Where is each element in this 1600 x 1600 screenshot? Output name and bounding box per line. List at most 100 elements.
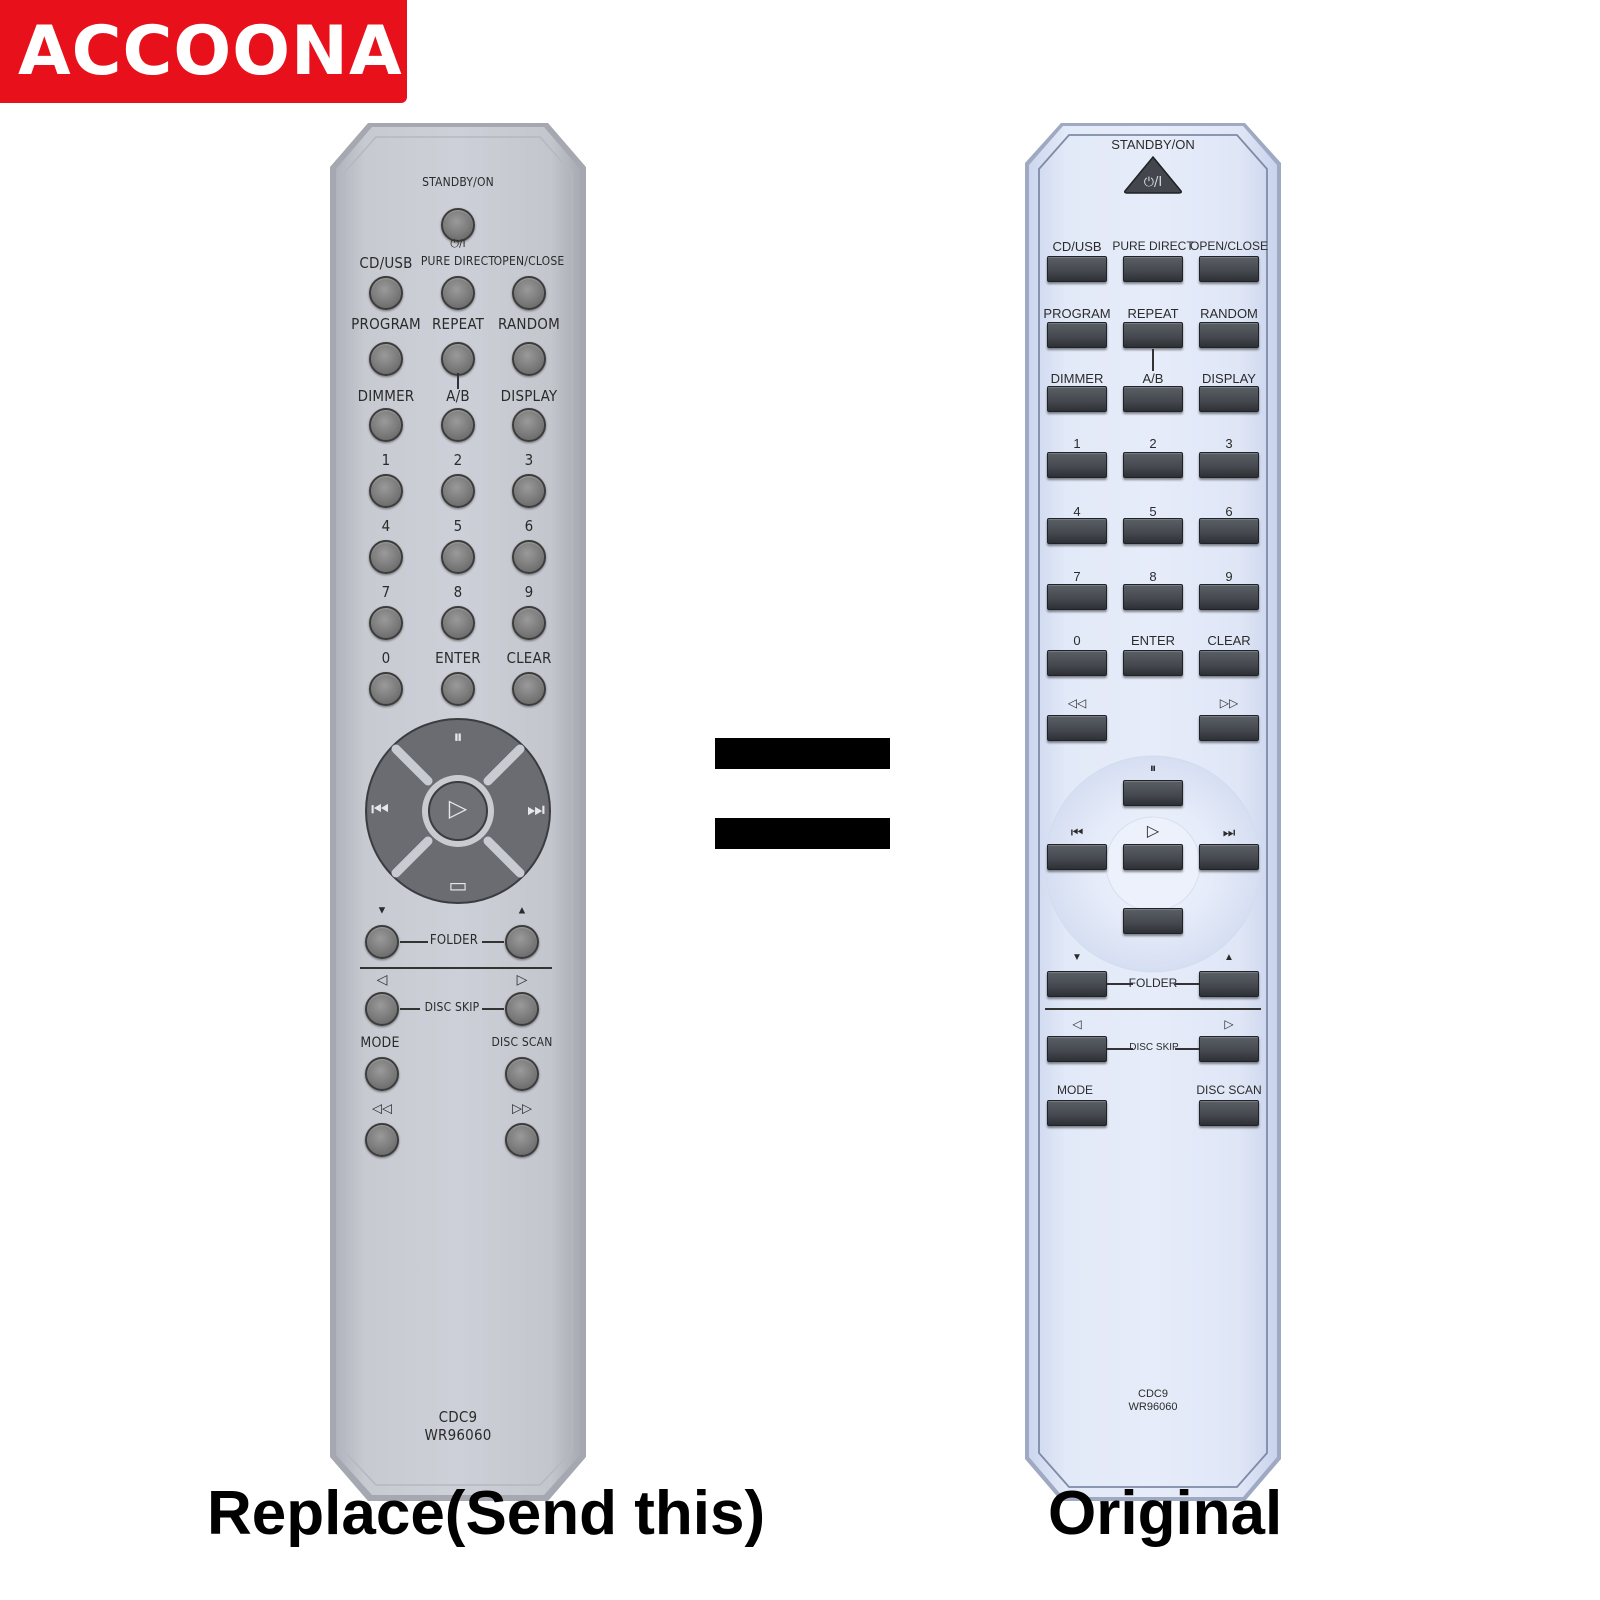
- label-1: 1: [1073, 436, 1081, 451]
- mode-button[interactable]: [365, 1057, 399, 1091]
- pause-icon[interactable]: ⏸: [453, 727, 463, 747]
- label-clear: CLEAR: [1207, 633, 1251, 648]
- 3-button[interactable]: [1199, 452, 1259, 478]
- label-clear: CLEAR: [506, 649, 552, 667]
- pure-direct-button[interactable]: [1123, 256, 1183, 282]
- random-button[interactable]: [1199, 322, 1259, 348]
- disc-scan-label: DISC SCAN: [1196, 1083, 1262, 1097]
- disc-scan-button[interactable]: [1199, 1100, 1259, 1126]
- skip-back-icon[interactable]: ⏮: [371, 799, 389, 821]
- rewind-icon: ◁◁: [1067, 696, 1087, 710]
- clear-button[interactable]: [1199, 650, 1259, 676]
- 4-button[interactable]: [1047, 518, 1107, 544]
- rewind-button[interactable]: [365, 1123, 399, 1157]
- skip-forward-button[interactable]: [1199, 844, 1259, 870]
- enter-button[interactable]: [1123, 650, 1183, 676]
- fast-forward-button[interactable]: [1199, 715, 1259, 741]
- label-open-close: OPEN/CLOSE: [1189, 239, 1269, 253]
- standby-button[interactable]: [441, 208, 475, 242]
- label-3: 3: [1225, 436, 1233, 451]
- 0-button[interactable]: [369, 672, 403, 706]
- enter-button[interactable]: [441, 672, 475, 706]
- power-symbol: ⏻/I: [1144, 175, 1163, 190]
- stop-button[interactable]: [1123, 908, 1183, 934]
- fast-forward-button[interactable]: [505, 1123, 539, 1157]
- display-button[interactable]: [1199, 386, 1259, 412]
- 7-button[interactable]: [369, 606, 403, 640]
- display-button[interactable]: [512, 408, 546, 442]
- 4-button[interactable]: [369, 540, 403, 574]
- 1-button[interactable]: [369, 474, 403, 508]
- repeat-button[interactable]: [441, 342, 475, 376]
- 8-button[interactable]: [1123, 584, 1183, 610]
- label-2: 2: [453, 451, 463, 469]
- rewind-button[interactable]: [1047, 715, 1107, 741]
- cd-usb-button[interactable]: [369, 276, 403, 310]
- program-button[interactable]: [1047, 322, 1107, 348]
- label-3: 3: [524, 451, 534, 469]
- 1-button[interactable]: [1047, 452, 1107, 478]
- power-symbol: ⏻/I: [450, 237, 466, 250]
- 2-button[interactable]: [441, 474, 475, 508]
- program-button[interactable]: [369, 342, 403, 376]
- label-enter: ENTER: [1130, 633, 1176, 648]
- repeat-button[interactable]: [1123, 322, 1183, 348]
- folder-line-right: [482, 941, 504, 943]
- open-close-button[interactable]: [1199, 256, 1259, 282]
- a-b-button[interactable]: [1123, 386, 1183, 412]
- open-close-button[interactable]: [512, 276, 546, 310]
- folder-down-icon: ▼: [1072, 952, 1082, 963]
- skip-back-button[interactable]: [1047, 844, 1107, 870]
- label-dimmer: DIMMER: [1050, 371, 1104, 386]
- pause-button[interactable]: [1123, 780, 1183, 806]
- folder-up-button[interactable]: [505, 925, 539, 959]
- mode-button[interactable]: [1047, 1100, 1107, 1126]
- label-0: 0: [1073, 633, 1081, 648]
- label-4: 4: [381, 517, 391, 535]
- play-button[interactable]: [1123, 844, 1183, 870]
- clear-button[interactable]: [512, 672, 546, 706]
- 2-button[interactable]: [1123, 452, 1183, 478]
- code-label: WR96060: [424, 1426, 492, 1444]
- label-2: 2: [1149, 436, 1157, 451]
- mode-label: MODE: [1057, 1083, 1093, 1097]
- play-icon[interactable]: ▷: [448, 795, 468, 822]
- label-cd-usb: CD/USB: [1052, 239, 1102, 254]
- 5-button[interactable]: [1123, 518, 1183, 544]
- disc-skip-left-button[interactable]: [1047, 1036, 1107, 1062]
- disc-skip-line-right: [1175, 1048, 1199, 1050]
- disc-scan-label: DISC SCAN: [491, 1035, 553, 1049]
- 6-button[interactable]: [512, 540, 546, 574]
- 6-button[interactable]: [1199, 518, 1259, 544]
- disc-scan-button[interactable]: [505, 1057, 539, 1091]
- 7-button[interactable]: [1047, 584, 1107, 610]
- disc-skip-right-button[interactable]: [505, 992, 539, 1026]
- disc-skip-left-icon: ◁: [1072, 1017, 1082, 1031]
- dimmer-button[interactable]: [369, 408, 403, 442]
- folder-label: FOLDER: [429, 933, 479, 948]
- stop-icon[interactable]: ▭: [448, 875, 468, 897]
- label-0: 0: [381, 649, 391, 667]
- dimmer-button[interactable]: [1047, 386, 1107, 412]
- a-b-button[interactable]: [441, 408, 475, 442]
- 0-button[interactable]: [1047, 650, 1107, 676]
- disc-skip-right-button[interactable]: [1199, 1036, 1259, 1062]
- 8-button[interactable]: [441, 606, 475, 640]
- 9-button[interactable]: [512, 606, 546, 640]
- cd-usb-button[interactable]: [1047, 256, 1107, 282]
- standby-button[interactable]: ⏻/I: [1123, 155, 1183, 195]
- folder-down-button[interactable]: [1047, 971, 1107, 997]
- 3-button[interactable]: [512, 474, 546, 508]
- label-9: 9: [524, 583, 534, 601]
- 9-button[interactable]: [1199, 584, 1259, 610]
- disc-skip-left-button[interactable]: [365, 992, 399, 1026]
- pause-icon: ⏸: [1149, 760, 1157, 776]
- folder-up-button[interactable]: [1199, 971, 1259, 997]
- folder-down-button[interactable]: [365, 925, 399, 959]
- 5-button[interactable]: [441, 540, 475, 574]
- random-button[interactable]: [512, 342, 546, 376]
- skip-forward-icon[interactable]: ⏭: [527, 799, 545, 821]
- pure-direct-button[interactable]: [441, 276, 475, 310]
- label-display: DISPLAY: [500, 387, 558, 405]
